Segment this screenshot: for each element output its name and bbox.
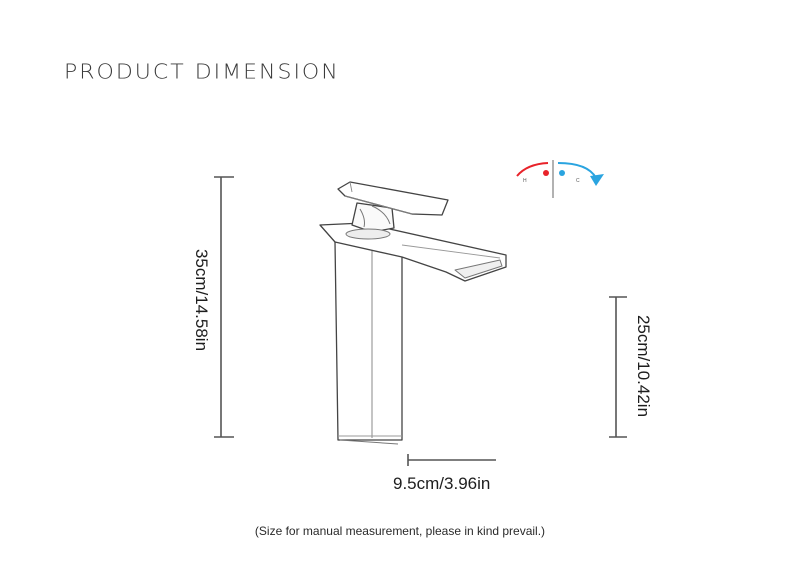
hot-dot (543, 170, 549, 176)
spout-height-label: 25cm/10.42in (634, 314, 653, 418)
faucet-sketch (319, 181, 507, 445)
temperature-indicator (516, 160, 604, 198)
cold-arc (557, 162, 597, 179)
height-total-label: 35cm/14.58in (192, 248, 211, 352)
hot-label: H (523, 178, 527, 184)
height-dimension-line (214, 176, 234, 438)
width-dimension-line (407, 454, 496, 466)
cold-arrow-head (590, 174, 604, 186)
cold-dot (559, 170, 565, 176)
cold-label: C (576, 178, 580, 184)
hot-arc (516, 162, 549, 177)
base-width-label: 9.5cm/3.96in (393, 474, 491, 493)
page-title: PRODUCT DIMENSION (64, 61, 340, 84)
spout-dimension-line (609, 296, 627, 438)
measurement-note: (Size for manual measurement, please in … (254, 524, 546, 538)
